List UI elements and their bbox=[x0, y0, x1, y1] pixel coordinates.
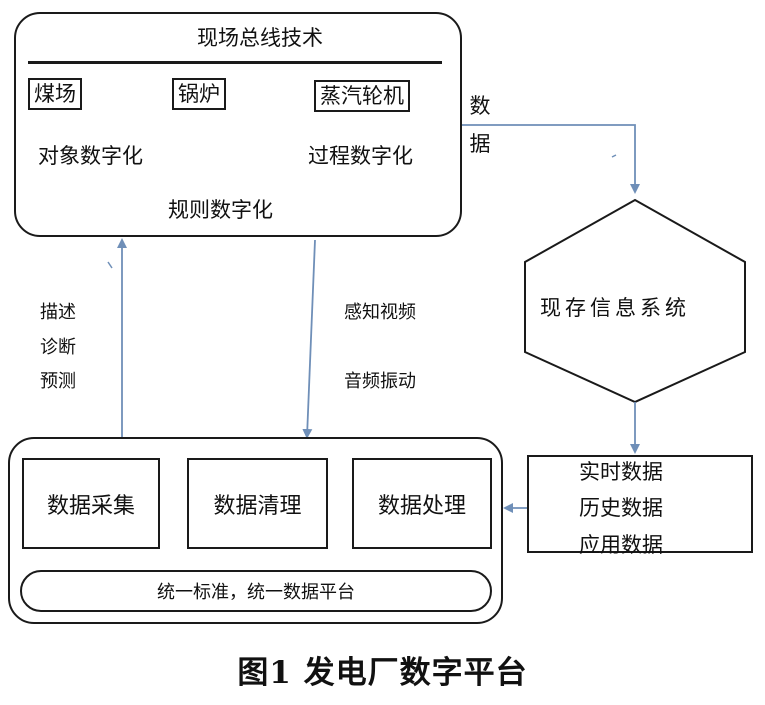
data-types-box bbox=[527, 455, 753, 553]
stray-mark bbox=[611, 154, 617, 158]
unified-standard-bar: 统一标准，统一数据平台 bbox=[20, 570, 492, 612]
stray-mark bbox=[107, 261, 113, 269]
tag-coal-yard: 煤场 bbox=[28, 78, 82, 110]
application-data: 应用数据 bbox=[579, 533, 663, 557]
process-digitization: 过程数字化 bbox=[308, 144, 413, 168]
data-cleaning-box: 数据清理 bbox=[187, 458, 328, 549]
label-sense-video: 感知视频 bbox=[344, 302, 416, 323]
object-digitization: 对象数字化 bbox=[38, 144, 143, 168]
data-processing-box: 数据处理 bbox=[352, 458, 492, 549]
rule-digitization: 规则数字化 bbox=[168, 198, 273, 222]
historical-data: 历史数据 bbox=[579, 496, 663, 520]
label-predict: 预测 bbox=[40, 371, 76, 392]
existing-info-system-label: 现存信息系统 bbox=[540, 296, 690, 320]
label-describe: 描述 bbox=[40, 302, 76, 323]
realtime-data: 实时数据 bbox=[579, 460, 663, 484]
field-bus-panel bbox=[14, 12, 462, 237]
figure-caption: 图1 发电厂数字平台 bbox=[237, 655, 528, 691]
data-platform-panel bbox=[8, 437, 503, 624]
arrow-top-to-hexagon bbox=[462, 124, 640, 194]
data-label-char: 据 bbox=[469, 132, 491, 156]
title-divider bbox=[28, 61, 442, 64]
label-audio-vibration: 音频振动 bbox=[344, 371, 416, 392]
tag-steam-turbine: 蒸汽轮机 bbox=[314, 80, 410, 112]
tag-boiler: 锅炉 bbox=[172, 78, 226, 110]
arrow-top-to-bottom bbox=[302, 239, 316, 439]
data-collection-box: 数据采集 bbox=[22, 458, 160, 549]
field-bus-title: 现场总线技术 bbox=[197, 26, 323, 50]
data-label-char: 数 bbox=[469, 94, 491, 118]
data-label-vertical: 数 据 bbox=[468, 87, 492, 163]
label-diagnose: 诊断 bbox=[40, 337, 76, 358]
